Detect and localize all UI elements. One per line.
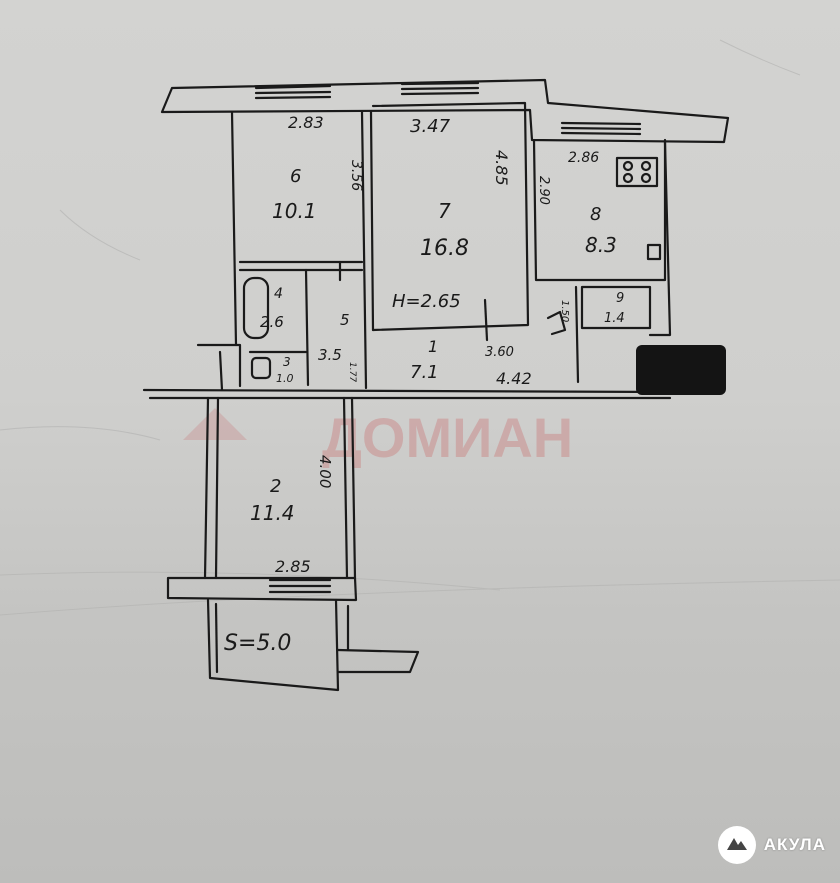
room-8-area: 8.3 — [585, 233, 617, 257]
room-7-length: 4.85 — [492, 150, 511, 186]
ceiling-height: H=2.65 — [392, 291, 461, 312]
room-2-width: 2.85 — [275, 557, 311, 576]
room-8-length: 2.90 — [536, 176, 551, 205]
paper-creases — [0, 39, 840, 616]
room-3: 3 1.0 — [276, 355, 294, 385]
room-6-length: 3.56 — [348, 160, 364, 191]
room-2: 2 11.4 4.00 2.85 — [250, 455, 334, 576]
room-6-width: 2.83 — [288, 113, 324, 132]
room-6: 2.83 6 10.1 3.56 — [272, 113, 364, 223]
room-5: 5 3.5 1.77 — [318, 311, 357, 382]
room-9-number: 9 — [616, 291, 624, 306]
room-5-length: 1.77 — [347, 362, 357, 382]
walls — [142, 78, 730, 692]
room-4: 4 2.6 — [260, 286, 284, 331]
room-1-number: 1 — [428, 337, 438, 356]
room-5-number: 5 — [340, 311, 350, 329]
room-2-area: 11.4 — [250, 501, 295, 525]
room-6-number: 6 — [290, 166, 301, 187]
room-1-dim-b: 4.42 — [496, 369, 532, 388]
redaction-block — [636, 345, 726, 395]
akula-badge: АКУЛА — [717, 825, 826, 865]
room-7: 3.47 7 16.8 4.85 H=2.65 — [392, 116, 511, 312]
room-8-width: 2.86 — [568, 150, 599, 166]
room-7-width: 3.47 — [410, 116, 451, 137]
room-4-area: 2.6 — [260, 313, 284, 331]
room-8: 2.86 8 8.3 2.90 — [536, 150, 617, 257]
room-1: 1 7.1 3.60 4.42 — [410, 337, 532, 388]
room-2-number: 2 — [270, 476, 281, 497]
room-3-area: 1.0 — [276, 372, 294, 385]
room-1-dim-a: 3.60 — [485, 345, 514, 360]
shark-logo-icon — [717, 826, 756, 864]
watermark-text: ДОМИАН — [322, 406, 573, 469]
room-9: 9 1.4 1.50 — [559, 291, 625, 326]
room-5-area: 3.5 — [318, 346, 342, 364]
room-8-number: 8 — [590, 204, 601, 225]
room-9-length: 1.50 — [559, 300, 570, 322]
room-7-area: 16.8 — [420, 236, 469, 261]
room-2-length: 4.00 — [316, 455, 334, 488]
room-3-number: 3 — [283, 355, 291, 369]
balcony-area: S=5.0 — [224, 631, 291, 656]
room-6-area: 10.1 — [272, 199, 317, 223]
room-9-area: 1.4 — [604, 311, 625, 326]
room-4-number: 4 — [274, 286, 283, 302]
room-7-number: 7 — [438, 199, 451, 223]
room-1-area: 7.1 — [410, 362, 439, 383]
akula-brand-text: АКУЛА — [763, 835, 826, 854]
watermark: ДОМИАН — [183, 406, 573, 469]
